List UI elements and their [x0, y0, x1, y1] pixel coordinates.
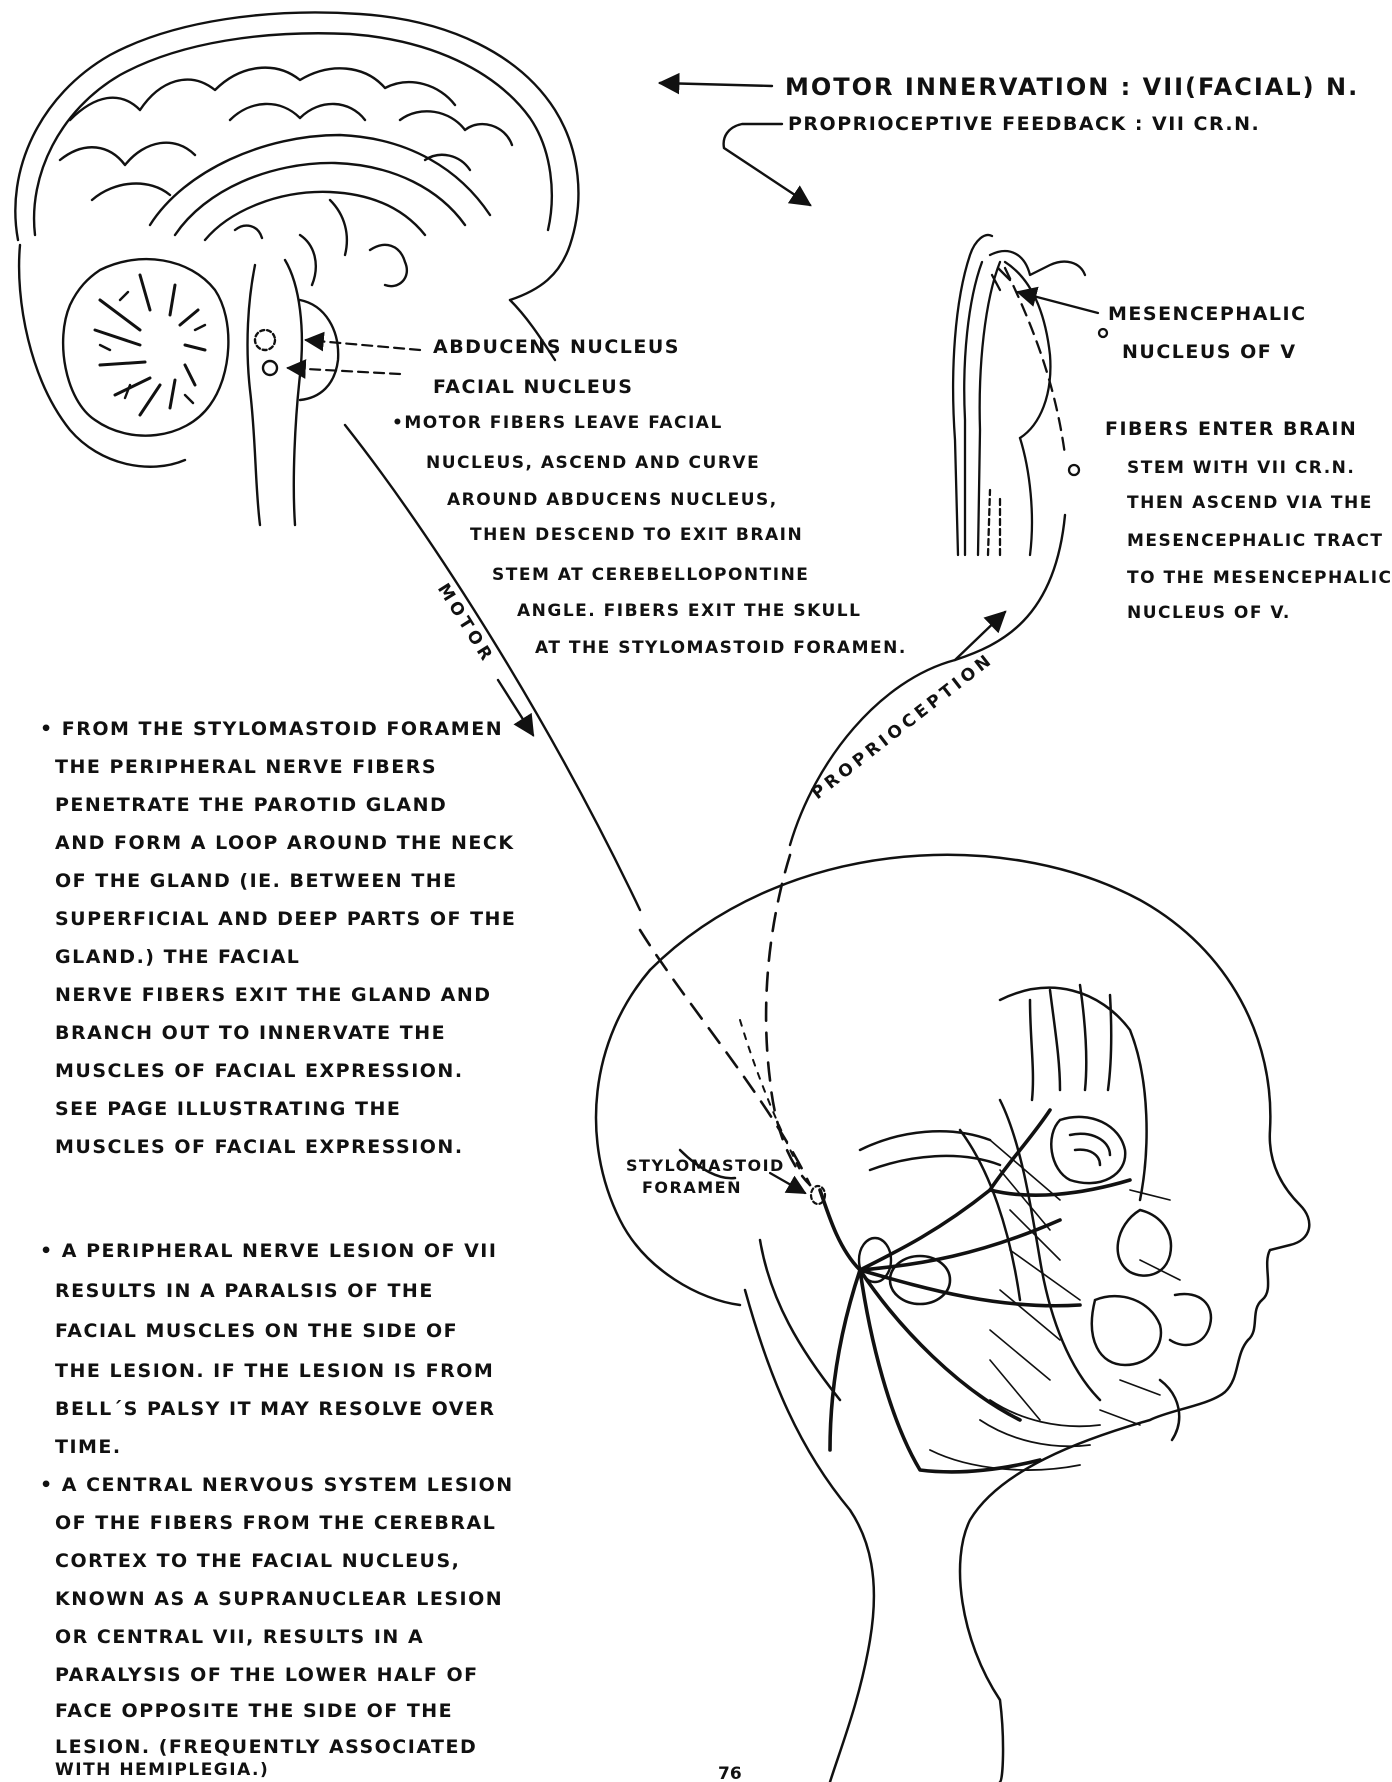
note-line: •Motor fibers leave facial [392, 415, 723, 432]
note-line: • From the stylomastoid foramen [40, 720, 503, 739]
note-line: • A peripheral nerve lesion of VII [40, 1242, 497, 1261]
note-line: around abducens nucleus, [447, 492, 778, 509]
note-line: stem at cerebellopontine [492, 567, 809, 584]
note-line: with hemiplegia.) [55, 1762, 269, 1779]
note-line: nucleus, ascend and curve [426, 455, 760, 472]
label-line: Mesencephalic [1108, 305, 1307, 324]
note-line: facial muscles on the side of [55, 1322, 458, 1341]
note-line: of the fibers from the cerebral [55, 1514, 496, 1533]
note-line: Fibers enter brain [1105, 420, 1357, 439]
note-line: the lesion. If the lesion is from [55, 1362, 494, 1381]
note-line: • A central nervous system lesion [40, 1476, 514, 1495]
note-line: nerve fibers exit the gland and [55, 986, 492, 1005]
proprioception-pathway [790, 515, 1065, 845]
note-line: penetrate the parotid gland [55, 796, 447, 815]
page-number: 76 [718, 1764, 742, 1782]
brain-section-illustration [15, 13, 578, 525]
proprioceptive-feedback-heading: Proprioceptive feedback : VII Cr.N. [788, 115, 1260, 134]
note-line: branch out to innervate the [55, 1024, 446, 1043]
motor-direction-arrow [498, 680, 533, 735]
brainstem-illustration [953, 235, 1085, 555]
abducens-nucleus-label: Abducens nucleus [433, 338, 680, 357]
note-line: the peripheral nerve fibers [55, 758, 437, 777]
label-line: foramen [642, 1180, 742, 1196]
note-line: superficial and deep parts of the [55, 910, 516, 929]
note-line: stem with VII Cr.N. [1127, 460, 1355, 477]
proprioceptive-tract [1005, 268, 1107, 475]
note-line: muscles of facial expression. [55, 1138, 464, 1157]
facial-nucleus-label: Facial nucleus [433, 378, 633, 397]
nucleus-arrows [288, 340, 420, 374]
note-line: at the stylomastoid foramen. [535, 640, 907, 657]
head-dashed-tracts [640, 855, 810, 1185]
note-line: then descend to exit brain [470, 527, 803, 544]
note-line: Then ascend via the [1127, 495, 1373, 512]
facial-nerve-branches [820, 1110, 1130, 1472]
note-line: muscles of facial expression. [55, 1062, 464, 1081]
note-line: cortex to the facial nucleus, [55, 1552, 460, 1571]
motor-arrow [660, 83, 772, 86]
note-line: and form a loop around the neck [55, 834, 515, 853]
note-line: known as a supranuclear lesion [55, 1590, 503, 1609]
note-line: face opposite the side of the [55, 1702, 453, 1721]
head-profile-illustration [596, 855, 1309, 1782]
note-line: Bell´s palsy it may resolve over [55, 1400, 496, 1419]
label-line: nucleus of V [1122, 343, 1297, 362]
proprioceptive-arrow [724, 124, 810, 205]
note-line: angle. Fibers exit the skull [517, 603, 861, 620]
note-line: to the Mesencephalic [1127, 570, 1392, 587]
note-line: Nucleus of V. [1127, 605, 1291, 622]
note-line: See page illustrating the [55, 1100, 401, 1119]
label-line: Stylomastoid [626, 1158, 785, 1174]
note-line: or Central VII, results in a [55, 1628, 424, 1647]
note-line: paralysis of the lower half of [55, 1666, 479, 1685]
note-line: time. [55, 1438, 122, 1457]
note-line: of the gland (ie. between the [55, 872, 458, 891]
header-arrows [660, 83, 810, 205]
foramen-pointer [770, 1173, 825, 1204]
note-line: gland.) the facial [55, 948, 300, 967]
note-line: lesion. (Frequently associated [55, 1738, 477, 1757]
motor-innervation-heading: Motor innervation : VII(Facial) N. [785, 75, 1359, 99]
note-line: Mesencephalic tract [1127, 533, 1384, 550]
note-line: results in a paralsis of the [55, 1282, 434, 1301]
